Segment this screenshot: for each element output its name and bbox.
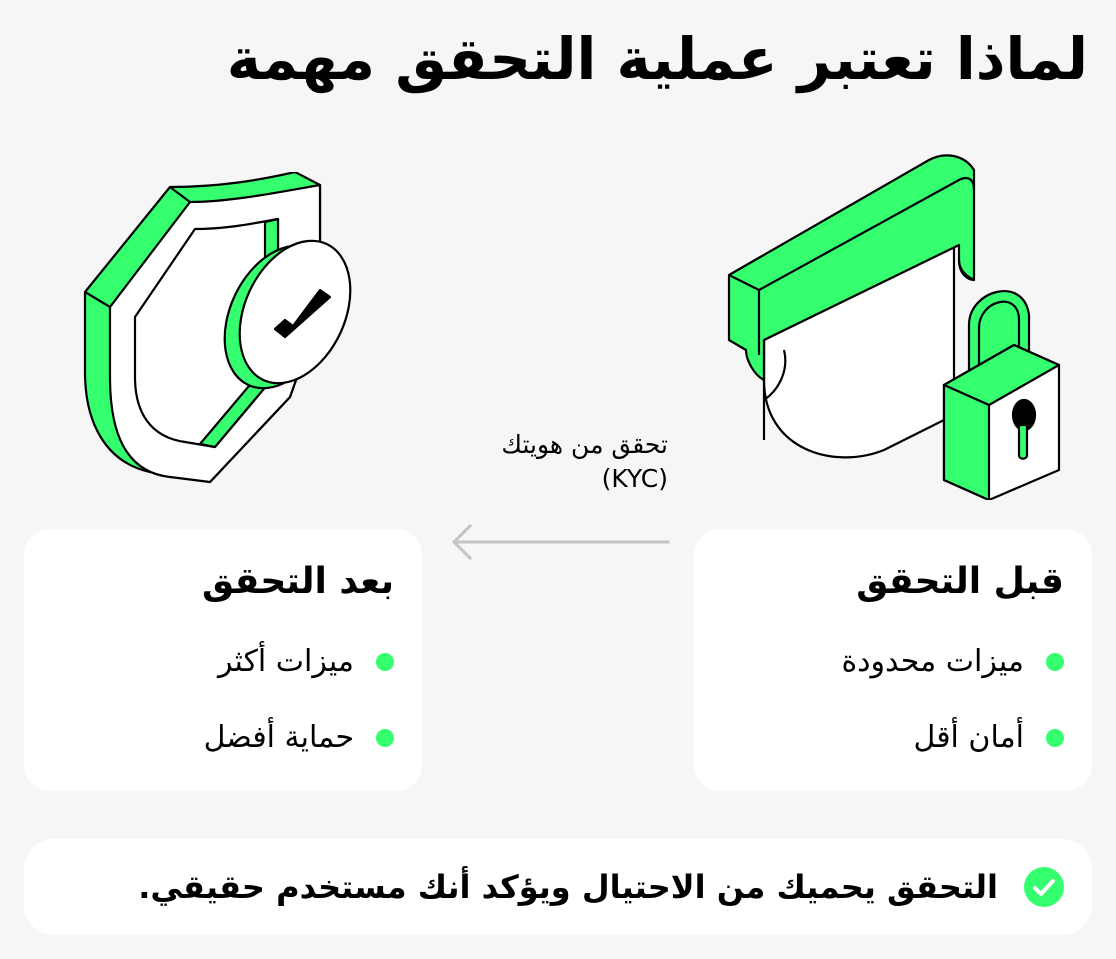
footer-note: التحقق يحميك من الاحتيال ويؤكد أنك مستخد… — [24, 839, 1092, 935]
footer-text: التحقق يحميك من الاحتيال ويؤكد أنك مستخد… — [138, 868, 998, 906]
kyc-label: تحقق من هويتك (KYC) — [501, 428, 668, 496]
check-circle-icon — [1024, 867, 1064, 907]
bullet-dot-icon — [376, 728, 394, 747]
list-item-label: ميزات أكثر — [217, 643, 354, 679]
kyc-label-line2: (KYC) — [601, 463, 668, 493]
arrow-left-icon — [451, 523, 670, 561]
bullet-dot-icon — [1046, 652, 1064, 671]
before-card-heading: قبل التحقق — [856, 561, 1064, 602]
list-item-label: ميزات محدودة — [841, 643, 1024, 679]
after-card-heading: بعد التحقق — [201, 561, 394, 602]
list-item: أمان أقل — [694, 700, 1064, 776]
shield-checkmark-icon — [83, 172, 352, 484]
page-title: لماذا تعتبر عملية التحقق مهمة — [226, 25, 1089, 93]
list-item-label: أمان أقل — [913, 719, 1024, 755]
bullet-dot-icon — [1046, 728, 1064, 747]
after-verification-card: بعد التحقق ميزات أكثر حماية أفضل — [24, 529, 422, 791]
kyc-label-line1: تحقق من هويتك — [501, 430, 668, 459]
bullet-dot-icon — [376, 652, 394, 671]
list-item-label: حماية أفضل — [203, 719, 354, 755]
before-verification-card: قبل التحقق ميزات محدودة أمان أقل — [694, 529, 1092, 791]
list-item: ميزات محدودة — [694, 624, 1064, 700]
list-item: ميزات أكثر — [24, 624, 394, 700]
locked-card-padlock-icon — [727, 154, 1061, 500]
list-item: حماية أفضل — [24, 700, 394, 776]
